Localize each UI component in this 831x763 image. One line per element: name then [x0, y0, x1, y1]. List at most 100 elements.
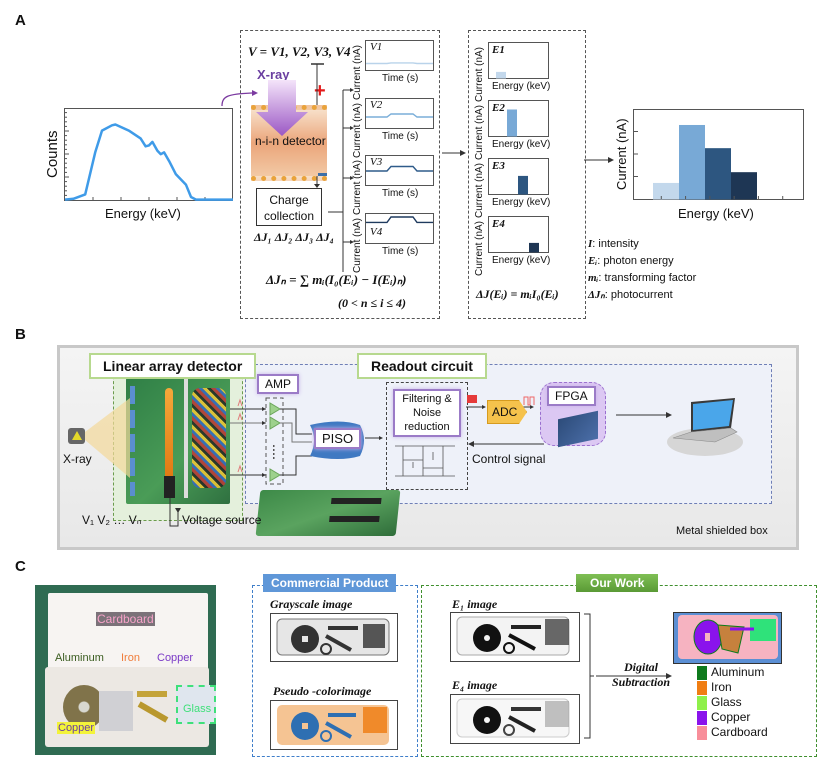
- energy-plot-label: E3: [492, 160, 505, 172]
- time-plot-label: V1: [370, 41, 383, 53]
- energy-bar: [518, 175, 528, 195]
- filtering-label: Filtering & Noise reduction: [393, 389, 461, 437]
- time-plot-ylabel: Current (nA): [352, 44, 363, 100]
- time-plot-frame: [365, 40, 434, 71]
- time-plot-label: V2: [370, 99, 383, 111]
- voltage-source-label: Voltage source: [182, 513, 262, 527]
- energy-bar: [529, 242, 539, 253]
- amp-piso-wiring: [230, 397, 383, 485]
- spectrum-chart: [64, 108, 233, 201]
- time-plot-xlabel: Time (s): [382, 246, 419, 257]
- combined-chart: [633, 109, 804, 200]
- metal-box-label: Metal shielded box: [676, 525, 768, 537]
- detector-wiring: [311, 63, 354, 272]
- laptop-icon: [667, 398, 743, 456]
- xray-source-icon: [68, 428, 85, 444]
- energy-plot-ylabel: Current (nA): [474, 104, 485, 160]
- xray-source-label: X-ray: [63, 452, 92, 466]
- our-work-title: Our Work: [576, 574, 659, 592]
- arrow-to-laptop: [616, 412, 672, 418]
- e1-image: [450, 612, 580, 662]
- material-map-image: [673, 612, 782, 664]
- plus-sign: +: [314, 80, 326, 102]
- legend-swatch: [697, 725, 707, 740]
- energy-plot-frame: [488, 42, 549, 79]
- adc-label: ADC: [487, 400, 527, 424]
- energy-plot-label: E4: [492, 218, 505, 230]
- commercial-product-title: Commercial Product: [263, 574, 397, 592]
- spectrum-curve: [64, 123, 233, 201]
- energy-plot-ylabel: Current (nA): [474, 220, 485, 276]
- voltage-equation: V = V1, V2, V3, V4: [248, 44, 351, 59]
- combined-bar-1: [653, 182, 679, 200]
- energy-plot-frame: [488, 216, 549, 253]
- spectrum-xlabel: Energy (keV): [105, 206, 181, 221]
- legend-intensity: I: intensity: [588, 238, 639, 250]
- time-plot-frame: [365, 213, 434, 244]
- xray-beam: [85, 398, 130, 478]
- delta-j-labels: ΔJ₁ ΔJ₂ ΔJ₃ ΔJ₄: [254, 230, 334, 244]
- legend-label: Iron: [711, 680, 732, 694]
- time-plot-trace: [366, 113, 433, 118]
- energy-bar: [496, 71, 506, 79]
- minus-sign: [318, 173, 327, 176]
- energy-equation: ΔJ(Eᵢ) = mᵢI₀(Eᵢ): [476, 287, 559, 301]
- time-plot-frame: [365, 98, 434, 129]
- energy-plot-frame: [488, 100, 549, 137]
- curved-arrow: [221, 90, 258, 107]
- grayscale-image: [270, 613, 398, 662]
- legend-item-aluminum: Aluminum: [697, 665, 768, 680]
- time-plot-trace: [366, 62, 433, 65]
- legend-item-glass: Glass: [697, 695, 768, 710]
- energy-plot-label: E2: [492, 102, 505, 114]
- detector-label: n-i-n detector: [255, 134, 326, 148]
- digital-subtraction-label: Digital Subtraction: [612, 660, 671, 689]
- filtering-region: [386, 382, 468, 490]
- legend-item-cardboard: Cardboard: [697, 725, 768, 740]
- photo-label-cardboard: Cardboard: [96, 612, 155, 626]
- grayscale-image-label: Grayscale image: [270, 597, 353, 611]
- time-plot-xlabel: Time (s): [382, 73, 419, 84]
- time-plot-xlabel: Time (s): [382, 188, 419, 199]
- voltage-labels: V₁ V₂ … Vₙ: [82, 513, 142, 527]
- voltage-wiring: [169, 498, 181, 527]
- combined-xlabel: Energy (keV): [678, 206, 754, 221]
- legend-swatch: [697, 680, 707, 695]
- energy-bar: [507, 109, 517, 137]
- xray-label: X-ray: [257, 67, 290, 82]
- energy-box: [468, 30, 586, 319]
- energy-plot-frame: [488, 158, 549, 195]
- piso-label: PISO: [314, 428, 362, 449]
- combined-bar-4: [731, 172, 757, 200]
- legend-label: Cardboard: [711, 725, 768, 739]
- legend-photon-energy: Eᵢ: photon energy: [588, 255, 674, 267]
- detector-box: [240, 30, 440, 319]
- legend-label: Aluminum: [711, 665, 765, 679]
- energy-plot-xlabel: Energy (keV): [492, 81, 551, 92]
- filter-circuit-schematic: [395, 445, 455, 477]
- legend-label: Copper: [711, 710, 751, 724]
- xray-arrow-icon: [256, 80, 308, 136]
- readout-circuit-title: Readout circuit: [357, 353, 487, 379]
- linear-array-detector-title: Linear array detector: [89, 353, 257, 379]
- time-plot-xlabel: Time (s): [382, 131, 419, 142]
- time-plot-label: V3: [370, 156, 383, 168]
- photo-label-glass: Glass: [183, 703, 212, 715]
- e1-image-label: E₁ image: [452, 597, 498, 611]
- photo-label-aluminum: Aluminum: [55, 652, 104, 664]
- legend-photocurrent: ΔJₙ: photocurrent: [588, 289, 673, 301]
- time-plot-frame: [365, 155, 434, 186]
- control-signal-label: Control signal: [472, 452, 546, 466]
- subtraction-bracket: [584, 613, 672, 739]
- photo-label-copper-top: Copper: [157, 652, 194, 664]
- readout-pcb-image: [255, 490, 401, 536]
- photocurrent-equation: ΔJₙ = ∑ mᵢ(I₀(Eᵢ) − I(Eᵢ)ₙ): [266, 272, 407, 287]
- energy-plot-ylabel: Current (nA): [474, 162, 485, 218]
- legend-swatch: [697, 665, 707, 680]
- time-plot-trace: [366, 216, 433, 224]
- e4-image-label: E₄ image: [452, 678, 498, 692]
- condition-text: (0 < n ≤ i ≤ 4): [338, 296, 407, 310]
- legend-label: Glass: [711, 695, 742, 709]
- photo-label-iron: Iron: [121, 652, 140, 664]
